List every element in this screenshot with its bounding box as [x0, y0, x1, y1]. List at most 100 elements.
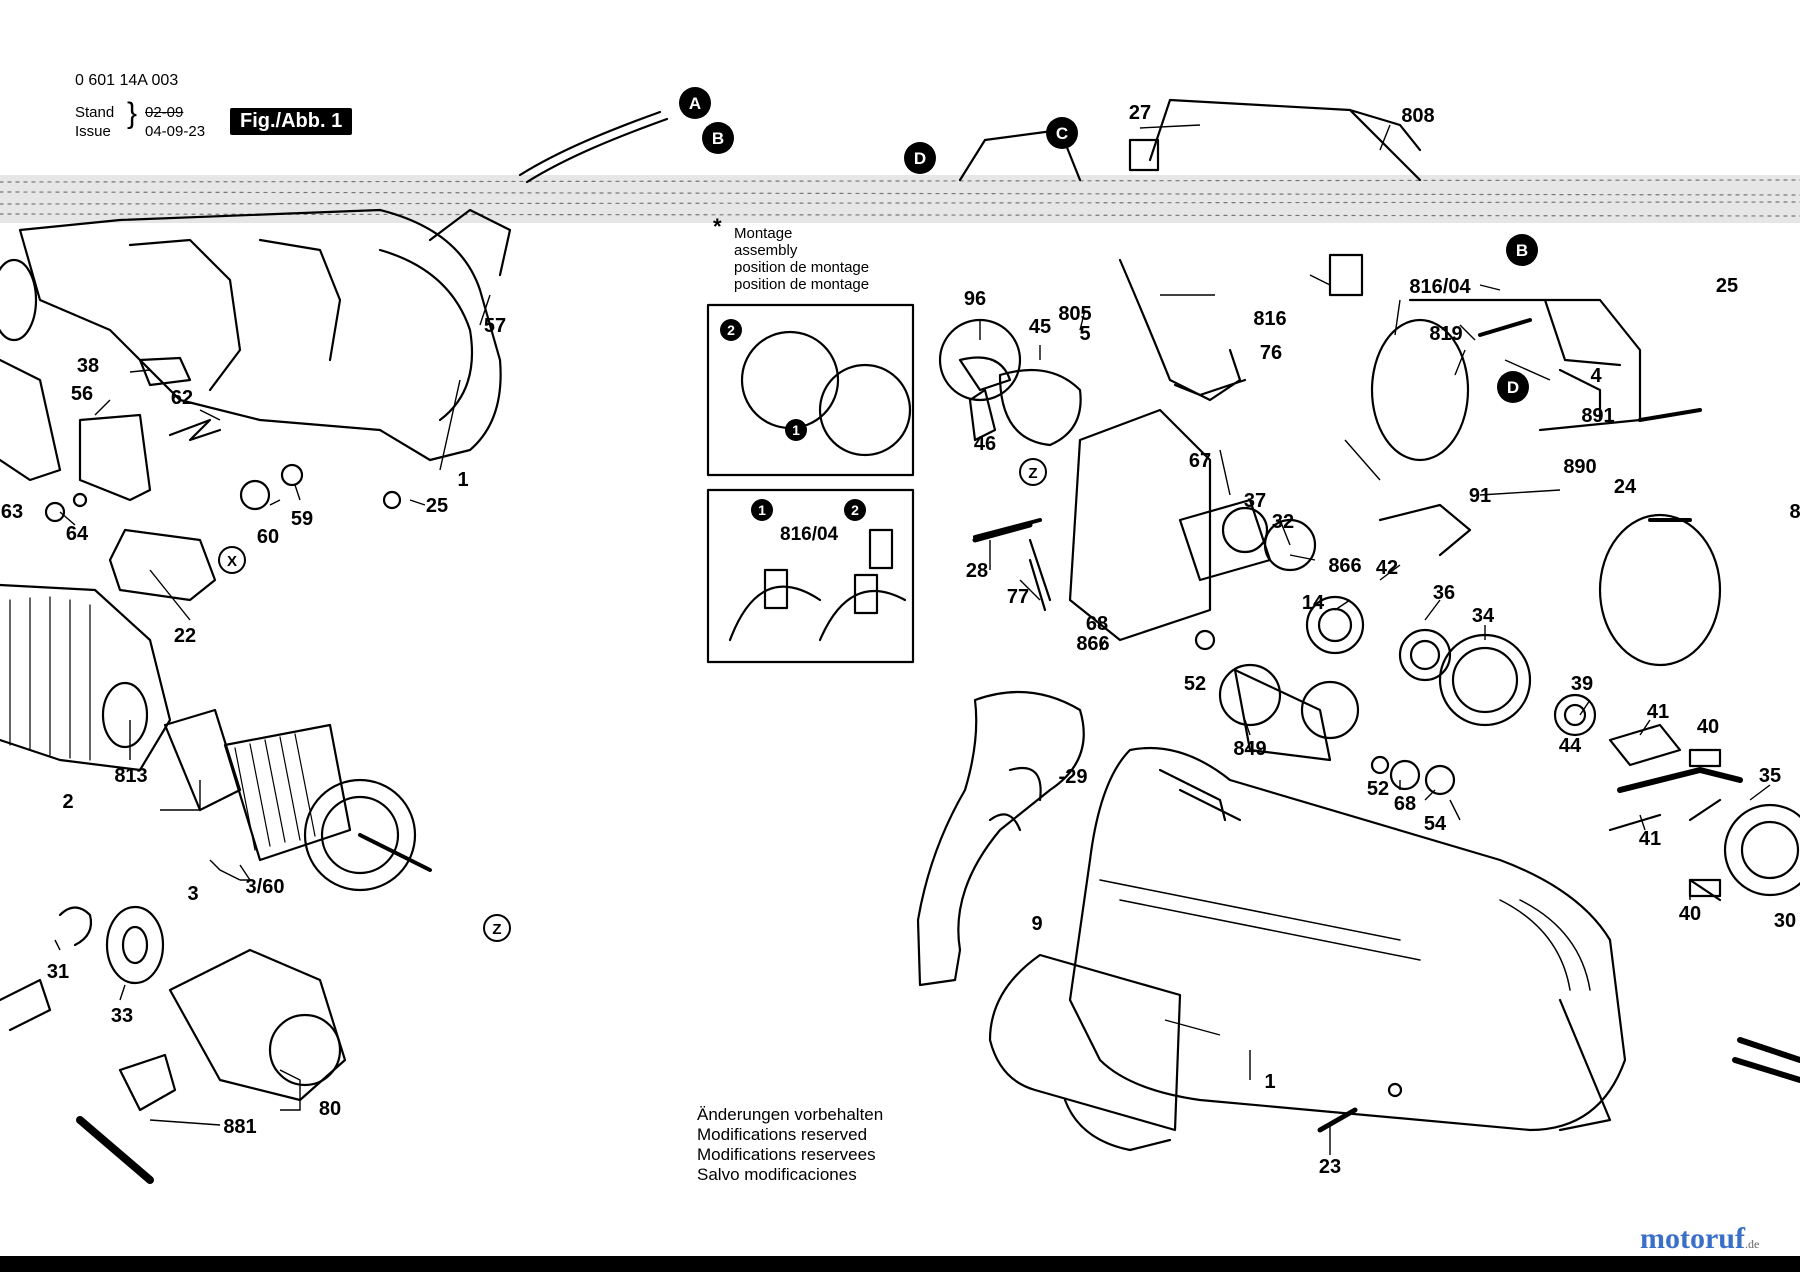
callout-C-marker [1046, 117, 1078, 149]
callout-B: B [712, 129, 724, 148]
modifications-note: Änderungen vorbehalten Modifications res… [697, 1105, 883, 1185]
part-label: 68 [1394, 793, 1416, 815]
part-label: 891 [1581, 405, 1614, 427]
part-label: 33 [111, 1005, 133, 1027]
part-label: 91 [1469, 485, 1491, 507]
part-label: 34 [1472, 605, 1495, 627]
part-label: 24 [1614, 476, 1637, 498]
callout-group [218, 87, 1538, 942]
callout-B2-marker [1506, 234, 1538, 266]
part-label: 52 [1184, 673, 1206, 695]
part-label: 67 [1189, 450, 1211, 472]
part-label: 31 [47, 961, 69, 983]
part-label: 30 [1774, 910, 1796, 932]
part-label: 35 [1759, 765, 1781, 787]
part-label: 38 [77, 355, 99, 377]
step-1b: 1 [758, 502, 766, 518]
part-label: 40 [1697, 716, 1719, 738]
part-label: 25 [426, 495, 448, 517]
footer-note-line: Änderungen vorbehalten [697, 1105, 884, 1124]
part-label: 52 [1367, 778, 1389, 800]
part-label: 866 [1328, 555, 1361, 577]
step-marker-2a [720, 319, 742, 341]
part-label: 881 [223, 1116, 256, 1138]
step-marker-2b [844, 499, 866, 521]
part-label: 36 [1433, 582, 1455, 604]
part-label: 32 [1272, 511, 1294, 533]
assembly-note-line: assembly [734, 242, 798, 259]
part-label: 25 [1716, 275, 1738, 297]
part-label: 54 [1424, 813, 1447, 835]
assembly-star: * [713, 214, 722, 239]
part-label: 39 [1571, 673, 1593, 695]
watermark: motoruf.de [1640, 1222, 1759, 1256]
callout-X-marker [218, 546, 246, 574]
part-label: 819 [1429, 323, 1462, 345]
part-label: 890 [1563, 456, 1596, 478]
part-label: 46 [974, 433, 996, 455]
step-1a: 1 [792, 422, 800, 438]
part-label: 1 [457, 469, 468, 491]
inset-box-2 [706, 488, 915, 664]
part-label: 96 [964, 288, 986, 310]
callout-Z: Z [1028, 465, 1037, 482]
callout-X: X [227, 553, 237, 570]
part-label: 77 [1007, 586, 1029, 608]
part-label: 23 [1319, 1156, 1341, 1178]
part-label: 866 [1076, 633, 1109, 655]
part-label: 62 [171, 387, 193, 409]
part-label: 805 [1058, 303, 1091, 325]
callout-D-marker [904, 142, 936, 174]
callout-Z2-marker [483, 914, 511, 942]
part-label: 80 [319, 1098, 341, 1120]
part-label: 63 [1, 501, 23, 523]
part-label: 41 [1639, 828, 1661, 850]
part-label: 57 [484, 315, 506, 337]
step-marker-1b [751, 499, 773, 521]
part-label: 3 [187, 883, 198, 905]
part-label: 22 [174, 625, 196, 647]
figure-badge: Fig./Abb. 1 [230, 108, 353, 135]
callout-C: C [1056, 124, 1068, 143]
document-number: 0 601 14A 003 [75, 72, 179, 89]
callout-D: D [914, 149, 926, 168]
part-label: 816/04 [1409, 276, 1471, 298]
step-2a: 2 [727, 322, 735, 338]
part-label: 813 [114, 765, 147, 787]
part-label: 68 [1086, 613, 1108, 635]
part-label: 28 [966, 560, 988, 582]
part-label: 849 [1233, 738, 1266, 760]
part-label: 5 [1079, 323, 1090, 345]
part-label: 1 [1264, 1071, 1275, 1093]
callout-D-right: D [1507, 378, 1519, 397]
part-label: 816 [1253, 308, 1286, 330]
bottom-bar [0, 1256, 1800, 1272]
footer-note-line: Modifications reserved [697, 1125, 868, 1144]
part-label: 44 [1559, 735, 1582, 757]
part-label: 45 [1029, 316, 1051, 338]
footer-note-line: Salvo modificaciones [697, 1165, 857, 1184]
scan-noise-band [0, 175, 1800, 223]
part-label: 14 [1302, 592, 1325, 614]
part-label: 76 [1260, 342, 1282, 364]
watermark-tld: .de [1744, 1237, 1760, 1251]
part-label: -29 [1059, 766, 1088, 788]
assembly-note-line: position de montage [734, 276, 870, 293]
part-label: 27 [1129, 102, 1151, 124]
callout-Z-marker [1019, 458, 1047, 486]
issue-value: 04-09-23 [145, 123, 206, 140]
step-2b: 2 [851, 502, 859, 518]
watermark-brand: motoruf [1640, 1222, 1745, 1255]
part-label: 56 [71, 383, 93, 405]
inset-box-1 [706, 303, 915, 477]
part-label: 37 [1244, 490, 1266, 512]
part-label: 41 [1647, 701, 1669, 723]
part-label: 40 [1679, 903, 1701, 925]
part-label: 2 [62, 791, 73, 813]
assembly-note: Montage assembly position de montage pos… [734, 225, 869, 293]
part-label: 42 [1376, 557, 1398, 579]
part-label: 59 [291, 508, 313, 530]
issue-label: Issue [75, 123, 111, 140]
callout-Z-lower: Z [492, 921, 501, 938]
